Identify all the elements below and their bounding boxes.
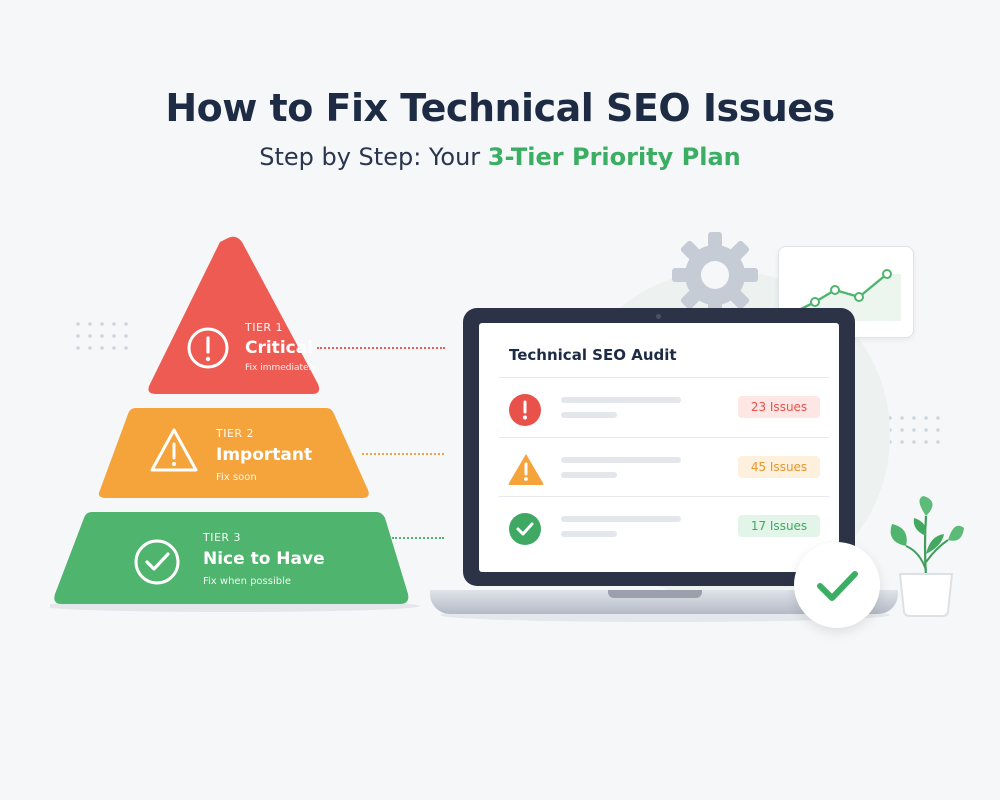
- tier-1-name: Critical: [245, 338, 314, 358]
- warning-triangle-icon: [150, 428, 198, 472]
- tier-3-note: Fix when possible: [203, 576, 292, 587]
- check-circle-icon: [134, 539, 180, 585]
- tier-1-kicker: TIER 1: [245, 321, 284, 334]
- placeholder-line: [561, 412, 617, 418]
- tier-3-text: TIER 3 Nice to Have Fix when possible: [203, 531, 363, 587]
- dot-grid-left: [72, 318, 134, 356]
- issue-count-badge: 17 Issues: [738, 515, 820, 537]
- subtitle-accent: 3-Tier Priority Plan: [487, 143, 741, 171]
- tier-1-connector: [317, 347, 445, 349]
- tier-2-kicker: TIER 2: [216, 427, 255, 440]
- laptop-notch: [608, 590, 702, 598]
- placeholder-line: [561, 516, 681, 522]
- tier-3-name: Nice to Have: [203, 549, 325, 569]
- tier-2-text: TIER 2 Important Fix soon: [216, 427, 336, 483]
- tier-2-note: Fix soon: [216, 472, 257, 483]
- subtitle-prefix: Step by Step: Your: [259, 143, 488, 171]
- tier-2-shape: [98, 408, 369, 498]
- audit-divider: [499, 496, 829, 497]
- tier-3-shape: [54, 512, 409, 604]
- tier-3-kicker: TIER 3: [203, 531, 242, 544]
- page-subtitle: Step by Step: Your 3-Tier Priority Plan: [0, 143, 1000, 171]
- audit-row-important: 45 Issues: [499, 444, 829, 496]
- tier-2-connector: [362, 453, 444, 455]
- alert-circle-icon: [509, 394, 541, 426]
- check-circle-icon: [509, 513, 541, 545]
- page-title: How to Fix Technical SEO Issues: [165, 86, 835, 130]
- dot-grid-right: [884, 412, 946, 450]
- audit-title: Technical SEO Audit: [509, 346, 677, 364]
- warning-triangle-icon: [508, 454, 544, 485]
- success-badge: [794, 542, 880, 628]
- audit-row-nice-to-have: 17 Issues: [499, 503, 829, 555]
- placeholder-line: [561, 531, 617, 537]
- tier-3-connector: [392, 537, 444, 539]
- issue-count-badge: 23 Issues: [738, 396, 820, 418]
- audit-row-critical: 23 Issues: [499, 384, 829, 436]
- audit-divider: [499, 437, 829, 438]
- tier-1-text: TIER 1 Critical Fix immediately: [245, 321, 335, 373]
- issue-count-badge: 45 Issues: [738, 456, 820, 478]
- potted-plant-icon: [890, 496, 964, 617]
- audit-divider: [499, 377, 829, 378]
- tier-1-note: Fix immediately: [245, 363, 317, 373]
- placeholder-line: [561, 397, 681, 403]
- priority-pyramid: [50, 236, 420, 612]
- placeholder-line: [561, 472, 617, 478]
- laptop-camera: [656, 314, 661, 319]
- tier-2-name: Important: [216, 445, 313, 465]
- placeholder-line: [561, 457, 681, 463]
- alert-circle-icon: [187, 327, 229, 369]
- checkmark-icon: [817, 571, 858, 601]
